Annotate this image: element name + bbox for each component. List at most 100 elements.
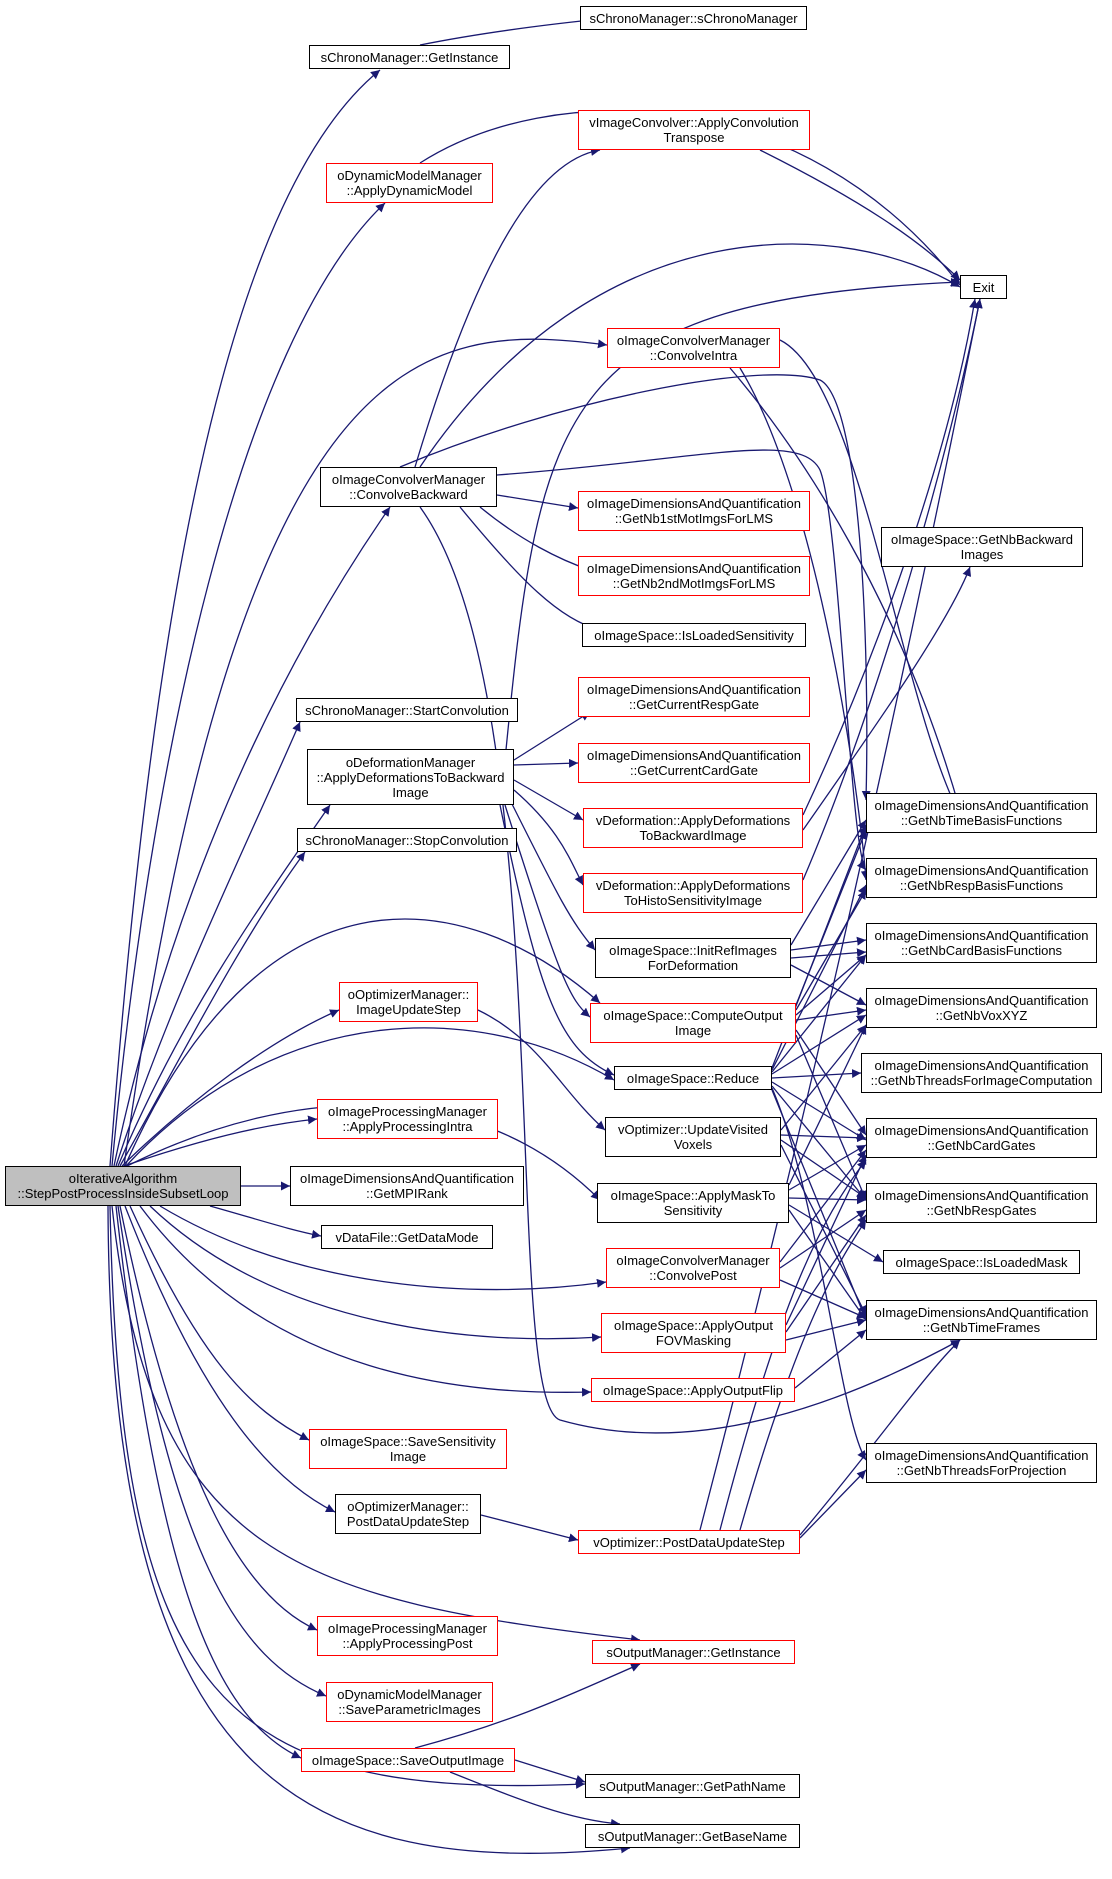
- edge-to-getnbtimeframes: [794, 1329, 867, 1389]
- edge-to-getnbvox: [780, 1024, 867, 1131]
- node-getnbrespbasis[interactable]: oImageDimensionsAndQuantification ::GetN…: [866, 858, 1097, 898]
- edge-to-getnbrespgates: [779, 1209, 867, 1269]
- node-getnbthreadsproj[interactable]: oImageDimensionsAndQuantification ::GetN…: [866, 1443, 1097, 1483]
- edge-to-exit: [759, 149, 961, 281]
- node-vdeform-histo[interactable]: vDeformation::ApplyDeformations ToHistoS…: [583, 873, 803, 913]
- edge-to-conv_post: [159, 1205, 607, 1291]
- edge-to-getnbcardgates: [779, 1149, 867, 1263]
- edge-to-getnbvox: [790, 964, 867, 1006]
- edge-to-getnbcardgates: [795, 1029, 867, 1136]
- node-proc-intra[interactable]: oImageProcessingManager ::ApplyProcessin…: [317, 1099, 498, 1139]
- node-conv-backward[interactable]: oImageConvolverManager ::ConvolveBackwar…: [320, 467, 497, 507]
- node-chrono-stop[interactable]: sChronoManager::StopConvolution: [297, 828, 517, 852]
- node-root[interactable]: oIterativeAlgorithm ::StepPostProcessIns…: [5, 1166, 241, 1206]
- node-getnbbackward[interactable]: oImageSpace::GetNbBackward Images: [881, 527, 1083, 567]
- edge-to-getcurrespgate: [513, 711, 591, 761]
- node-getnbthreadsimg[interactable]: oImageDimensionsAndQuantification ::GetN…: [861, 1053, 1102, 1093]
- edge-to-exit: [802, 298, 983, 881]
- edge-to-isloadedmask: [788, 1204, 884, 1263]
- node-isloadedmask[interactable]: oImageSpace::IsLoadedMask: [883, 1250, 1080, 1274]
- node-getnbcardbasis[interactable]: oImageDimensionsAndQuantification ::GetN…: [866, 923, 1097, 963]
- node-saveoutput[interactable]: oImageSpace::SaveOutputImage: [301, 1748, 515, 1772]
- node-vdeform-backward[interactable]: vDeformation::ApplyDeformations ToBackwa…: [583, 808, 803, 848]
- node-getnbvox[interactable]: oImageDimensionsAndQuantification ::GetN…: [866, 988, 1097, 1028]
- node-getcurrespgate[interactable]: oImageDimensionsAndQuantification ::GetC…: [578, 677, 810, 717]
- node-chrono-getinstance[interactable]: sChronoManager::GetInstance: [309, 45, 510, 69]
- node-reduce[interactable]: oImageSpace::Reduce: [614, 1066, 772, 1090]
- edge-to-outflip: [139, 1205, 592, 1397]
- node-proc-post[interactable]: oImageProcessingManager ::ApplyProcessin…: [317, 1616, 498, 1656]
- edge-to-exit: [504, 277, 961, 761]
- edge-to-conv_transpose: [414, 147, 601, 468]
- edge-to-reduce: [499, 804, 615, 1076]
- edge-to-updatevisited: [477, 1009, 606, 1131]
- edges: [107, 14, 983, 1854]
- edge-to-vdeform_histo: [513, 789, 584, 886]
- node-computeout[interactable]: oImageSpace::ComputeOutput Image: [590, 1003, 796, 1043]
- node-outfov[interactable]: oImageSpace::ApplyOutput FOVMasking: [601, 1313, 786, 1353]
- edge-to-getnbtimebasis: [779, 339, 961, 816]
- edge-to-getnbvox: [788, 1024, 867, 1186]
- edge-to-saveparam: [117, 1205, 327, 1697]
- edge-to-out_getinstance: [414, 1663, 641, 1749]
- edge-to-reduce: [125, 1027, 615, 1167]
- edge-to-vpostdata: [480, 1514, 579, 1543]
- node-getnbcardgates[interactable]: oImageDimensionsAndQuantification ::GetN…: [866, 1118, 1097, 1158]
- edge-to-getnbthreadsimg: [771, 1069, 862, 1079]
- node-deform-backward[interactable]: oDeformationManager ::ApplyDeformationsT…: [307, 749, 514, 805]
- edge-to-conv_intra: [123, 338, 608, 1167]
- node-outflip[interactable]: oImageSpace::ApplyOutputFlip: [591, 1378, 795, 1402]
- edge-to-initref: [509, 799, 596, 951]
- edge-to-chrono_start: [115, 721, 301, 1167]
- node-out-getinstance[interactable]: sOutputManager::GetInstance: [592, 1640, 795, 1664]
- node-getnb2nd[interactable]: oImageDimensionsAndQuantification ::GetN…: [578, 556, 810, 596]
- node-savesens[interactable]: oImageSpace::SaveSensitivity Image: [309, 1429, 507, 1469]
- edge-to-getnb1st: [496, 494, 579, 512]
- edge-to-getnbtimeframes: [419, 506, 961, 1434]
- node-conv-intra[interactable]: oImageConvolverManager ::ConvolveIntra: [607, 328, 780, 368]
- edge-to-getbasename: [449, 1771, 621, 1828]
- node-getcurcardgate[interactable]: oImageDimensionsAndQuantification ::GetC…: [578, 743, 810, 783]
- node-getnbtimebasis[interactable]: oImageDimensionsAndQuantification ::GetN…: [866, 793, 1097, 833]
- node-getnbrespgates[interactable]: oImageDimensionsAndQuantification ::GetN…: [866, 1183, 1097, 1223]
- edge-to-getnbbackward: [802, 566, 972, 831]
- edge-to-computeout: [504, 804, 591, 1018]
- node-getdatamode[interactable]: vDataFile::GetDataMode: [321, 1225, 493, 1249]
- edge-to-getnbcardbasis: [790, 936, 867, 951]
- edge-to-dyn_apply: [111, 202, 386, 1167]
- edge-to-getnbtimeframes: [799, 1339, 961, 1536]
- node-conv-post[interactable]: oImageConvolverManager ::ConvolvePost: [606, 1248, 780, 1288]
- node-postdata[interactable]: oOptimizerManager:: PostDataUpdateStep: [335, 1494, 481, 1534]
- node-initref[interactable]: oImageSpace::InitRefImages ForDeformatio…: [595, 938, 791, 978]
- node-updatevisited[interactable]: vOptimizer::UpdateVisited Voxels: [605, 1117, 781, 1157]
- node-vpostdata[interactable]: vOptimizer::PostDataUpdateStep: [578, 1530, 800, 1554]
- node-maskto[interactable]: oImageSpace::ApplyMaskTo Sensitivity: [597, 1183, 789, 1223]
- node-dyn-apply[interactable]: oDynamicModelManager ::ApplyDynamicModel: [326, 163, 493, 203]
- edge-to-getnbtimeframes: [785, 1317, 867, 1341]
- node-chrono-start[interactable]: sChronoManager::StartConvolution: [296, 698, 518, 722]
- node-isloadedsens[interactable]: oImageSpace::IsLoadedSensitivity: [582, 623, 806, 647]
- edge-to-getnbrespgates: [788, 1195, 867, 1205]
- edge-to-getcurcardgate: [513, 758, 579, 768]
- edge-to-savesens: [129, 1205, 310, 1441]
- edge-to-vdeform_backward: [513, 779, 584, 821]
- edge-to-getnbrespbasis: [496, 449, 867, 871]
- node-getnb1st[interactable]: oImageDimensionsAndQuantification ::GetN…: [578, 491, 810, 531]
- edge-to-getnbtimeframes: [779, 1279, 867, 1319]
- node-getpathname[interactable]: sOutputManager::GetPathName: [585, 1774, 800, 1798]
- node-exit[interactable]: Exit: [960, 275, 1007, 299]
- node-conv-transpose[interactable]: vImageConvolver::ApplyConvolution Transp…: [578, 110, 810, 150]
- node-saveparam[interactable]: oDynamicModelManager ::SaveParametricIma…: [326, 1682, 493, 1722]
- edge-to-getpathname: [514, 1759, 586, 1784]
- edge-to-getnbvox: [795, 1006, 867, 1021]
- edge-to-postdata: [124, 1205, 336, 1513]
- node-getnbtimeframes[interactable]: oImageDimensionsAndQuantification ::GetN…: [866, 1300, 1097, 1340]
- node-getmpirank[interactable]: oImageDimensionsAndQuantification ::GetM…: [290, 1166, 524, 1206]
- edge-to-getnbcardgates: [780, 1133, 867, 1143]
- node-chrono-ctor[interactable]: sChronoManager::sChronoManager: [580, 6, 807, 30]
- node-getbasename[interactable]: sOutputManager::GetBaseName: [585, 1824, 800, 1848]
- node-opt-update[interactable]: oOptimizerManager:: ImageUpdateStep: [339, 982, 478, 1022]
- edge-to-computeout: [124, 918, 601, 1167]
- edge-to-chrono_stop: [119, 851, 306, 1167]
- edge-to-getnbtimebasis: [729, 367, 962, 811]
